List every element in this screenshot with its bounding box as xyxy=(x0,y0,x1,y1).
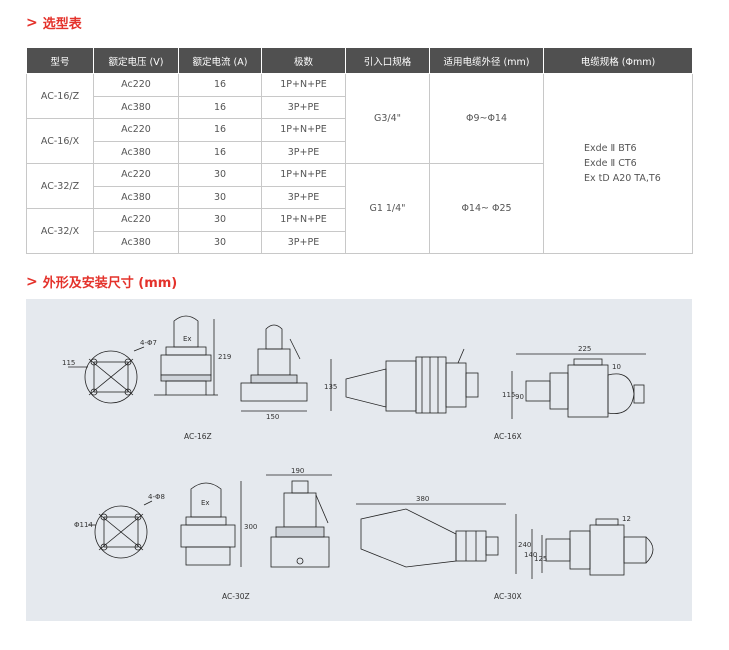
dim-label: 10 xyxy=(612,363,621,371)
standard-line: Ex tD A20 TA,T6 xyxy=(584,173,661,184)
poles-cell: 1P+N+PE xyxy=(261,118,346,142)
ac16x-socket-view xyxy=(511,353,646,419)
table-row: AC-32/X Ac220 30 1P+N+PE xyxy=(26,208,693,254)
section-title-text: 选型表 xyxy=(42,17,82,32)
current-cell: 30 xyxy=(178,230,262,254)
poles-cell: 3P+PE xyxy=(261,185,346,209)
dim-label: 4-Φ8 xyxy=(148,493,165,501)
current-cell: 30 xyxy=(178,208,262,232)
ex-mark: Ex xyxy=(183,335,192,343)
ac30x-socket-view xyxy=(531,518,654,579)
current-cell: 16 xyxy=(178,73,262,97)
ac30x-plug-view xyxy=(356,503,517,574)
dim-label: 190 xyxy=(291,467,304,475)
model-cell: AC-16/X xyxy=(26,118,94,164)
cable-od-cell: Φ14~ Φ25 xyxy=(429,163,544,254)
dimension-drawings-panel: 115 4-Φ7 219 150 Ex 135 225 10 115 90 Φ1… xyxy=(26,299,692,621)
table-row: Ac380 30 3P+PE xyxy=(27,185,693,209)
model-cell: AC-32/Z xyxy=(26,163,94,209)
dim-label: 219 xyxy=(218,353,231,361)
inlet-cell: G1 1/4" xyxy=(345,163,430,254)
dim-label: 225 xyxy=(578,345,591,353)
poles-cell: 1P+N+PE xyxy=(261,163,346,187)
ac16x-plug-view xyxy=(330,348,479,414)
dimension-drawings: 115 4-Φ7 219 150 Ex 135 225 10 115 90 Φ1… xyxy=(62,315,654,601)
dim-label: 140 xyxy=(524,551,537,559)
poles-cell: 3P+PE xyxy=(261,230,346,254)
chevron-right-icon: > xyxy=(26,273,38,290)
ac30z-drawing xyxy=(88,474,332,568)
dim-label: 240 xyxy=(518,541,531,549)
ac16z-drawing xyxy=(68,315,308,412)
drawing-caption: AC-16Z xyxy=(184,432,212,441)
table-row: AC-32/Z Ac220 30 1P+N+PE G1 1/4" Φ14~ Φ2… xyxy=(26,163,693,254)
table-row: AC-16/X Ac220 16 1P+N+PE xyxy=(26,118,693,164)
dim-label: 115 xyxy=(62,359,75,367)
header-model: 型号 xyxy=(26,47,94,74)
table-header-row: 型号 额定电压 (V) 额定电流 (A) 极数 引入口规格 适用电缆外径 (mm… xyxy=(26,47,693,74)
dim-label: 150 xyxy=(266,413,279,421)
model-cell: AC-16/Z xyxy=(26,73,94,119)
model-cell: AC-32/X xyxy=(26,208,94,254)
table-row: AC-16/Z Ac220 16 1P+N+PE G3/4" Φ9~Φ14 Ex… xyxy=(26,73,693,254)
dim-label: 380 xyxy=(416,495,429,503)
drawing-caption: AC-16X xyxy=(494,432,522,441)
ex-mark: Ex xyxy=(201,499,210,507)
ac16z-front-view xyxy=(154,315,218,396)
drawing-caption: AC-30X xyxy=(494,592,522,601)
voltage-cell: Ac380 xyxy=(93,140,179,164)
current-cell: 16 xyxy=(178,118,262,142)
voltage-cell: Ac220 xyxy=(93,163,179,187)
dim-label: 300 xyxy=(244,523,257,531)
standard-cell: Exde Ⅱ BT6 Exde Ⅱ CT6 Ex tD A20 TA,T6 xyxy=(543,73,693,254)
section-title-selection: > 选型表 xyxy=(26,13,82,33)
inlet-cell: G3/4" xyxy=(345,73,430,164)
voltage-cell: Ac380 xyxy=(93,95,179,119)
current-cell: 16 xyxy=(178,140,262,164)
voltage-cell: Ac220 xyxy=(93,73,179,97)
poles-cell: 3P+PE xyxy=(261,140,346,164)
cable-od-cell: Φ9~Φ14 xyxy=(429,73,544,164)
voltage-cell: Ac380 xyxy=(93,230,179,254)
current-cell: 16 xyxy=(178,95,262,119)
chevron-right-icon: > xyxy=(26,14,38,31)
current-cell: 30 xyxy=(178,163,262,187)
dim-label: 135 xyxy=(324,383,337,391)
ac30z-top-view xyxy=(88,500,153,559)
dim-label: Φ114 xyxy=(74,521,93,529)
table-row: Ac380 16 3P+PE xyxy=(27,95,693,119)
current-cell: 30 xyxy=(178,185,262,209)
dim-label: 125 xyxy=(534,555,547,563)
voltage-cell: Ac220 xyxy=(93,118,179,142)
section-title-dimensions: > 外形及安装尺寸 (mm) xyxy=(26,272,178,292)
ac16x-drawing xyxy=(330,348,646,419)
standard-line: Exde Ⅱ BT6 xyxy=(584,143,637,154)
dim-label: 90 xyxy=(515,393,524,401)
selection-table: 型号 额定电压 (V) 额定电流 (A) 极数 引入口规格 适用电缆外径 (mm… xyxy=(26,47,693,254)
voltage-cell: Ac380 xyxy=(93,185,179,209)
drawing-caption: AC-30Z xyxy=(222,592,250,601)
ac16z-side-view xyxy=(240,324,308,412)
ac16z-top-view xyxy=(68,346,145,404)
table-row: Ac380 16 3P+PE xyxy=(27,140,693,164)
dim-label: 12 xyxy=(622,515,631,523)
header-standard: 电缆规格 (Φmm) xyxy=(543,47,693,74)
poles-cell: 1P+N+PE xyxy=(261,73,346,97)
poles-cell: 3P+PE xyxy=(261,95,346,119)
table-row: Ac380 30 3P+PE xyxy=(27,230,693,254)
ac30z-front-view xyxy=(180,481,242,567)
header-inlet: 引入口规格 xyxy=(345,47,430,74)
voltage-cell: Ac220 xyxy=(93,208,179,232)
standard-line: Exde Ⅱ CT6 xyxy=(584,158,637,169)
dim-label: 4-Φ7 xyxy=(140,339,157,347)
header-current: 额定电流 (A) xyxy=(178,47,262,74)
poles-cell: 1P+N+PE xyxy=(261,208,346,232)
ac30x-drawing xyxy=(356,503,654,579)
header-cable-od: 适用电缆外径 (mm) xyxy=(429,47,544,74)
header-poles: 极数 xyxy=(261,47,346,74)
dim-label: 115 xyxy=(502,391,515,399)
section-title-text: 外形及安装尺寸 (mm) xyxy=(42,276,178,291)
ac30z-side-view xyxy=(266,474,332,568)
header-voltage: 额定电压 (V) xyxy=(93,47,179,74)
